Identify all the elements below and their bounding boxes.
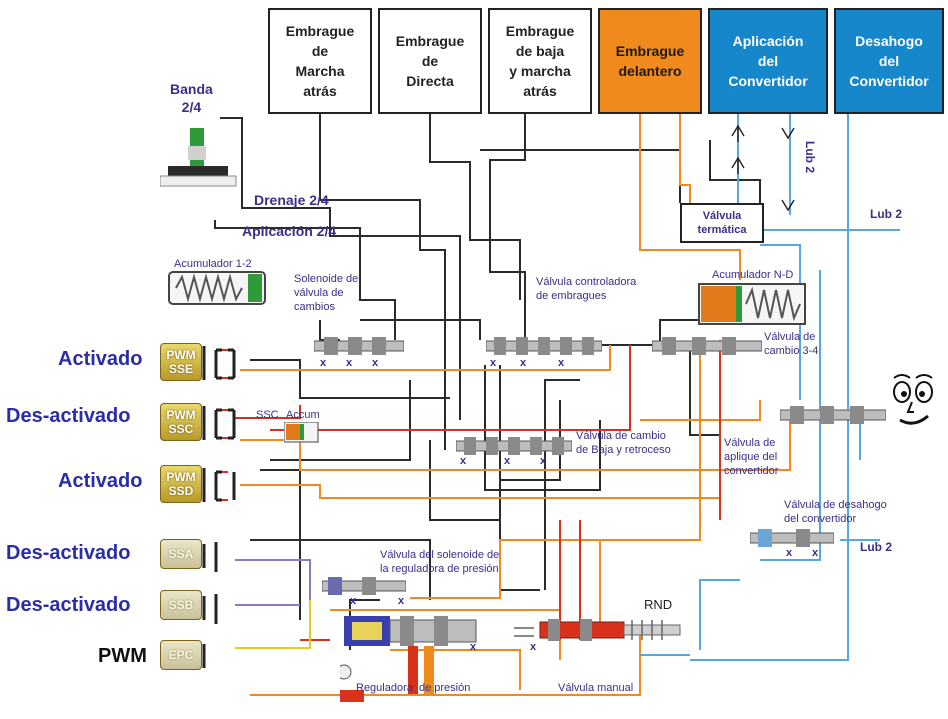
label-drenaje: Drenaje 2/4: [254, 192, 329, 208]
state-sse: Activado: [58, 348, 143, 370]
exhaust-x: x: [540, 455, 547, 467]
label-solenoide-cambios: Solenoide de válvula de cambios: [294, 273, 359, 313]
label-valvula-desahogo: Válvula de desahogo del convertidor: [784, 499, 887, 525]
solenoid-pwm-label: PWM: [166, 348, 196, 362]
solenoid-ssb-label: SSB: [168, 598, 194, 612]
valvula-termica-box: Válvula termática: [680, 203, 764, 243]
pressure-solenoid-valve: [322, 577, 406, 595]
label-valvula-aplique: Válvula de aplique del convertidor: [724, 437, 779, 477]
shift-solenoid-valve: [314, 337, 404, 355]
solenoid-ports: [202, 346, 236, 668]
label-lub2-right: Lub 2: [870, 207, 902, 221]
header-embrague-delantero: Embrague delantero: [598, 8, 702, 114]
header-embrague-directa: Embrague de Directa: [378, 8, 482, 114]
label-ssc: SSC: [256, 409, 279, 421]
exhaust-x: x: [504, 455, 511, 467]
label-accum: Accum: [286, 409, 320, 421]
exhaust-x: x: [530, 641, 537, 653]
solenoid-sse: PWM SSE: [160, 343, 202, 381]
state-ssc: Des-activado: [6, 405, 131, 427]
exhaust-x: x: [460, 455, 467, 467]
exhaust-x: x: [490, 357, 497, 369]
solenoid-epc: EPC: [160, 640, 202, 670]
clutch-control-valve: [486, 337, 602, 355]
label-acumulador-12: Acumulador 1-2: [174, 258, 252, 270]
label-valvula-manual: Válvula manual: [558, 682, 634, 694]
solenoid-ssb: SSB: [160, 590, 202, 620]
exhaust-x: x: [320, 357, 327, 369]
converter-apply-valve: [780, 406, 886, 424]
flow-arrows: [731, 124, 795, 212]
pressure-regulator-graphic: [340, 616, 477, 702]
low-reverse-shift-valve: [456, 437, 572, 455]
ssc-accumulator-graphic: [284, 422, 319, 443]
header-aplicacion-convertidor: Aplicación del Convertidor: [708, 8, 828, 114]
converter-relief-valve: [750, 529, 834, 547]
label-lub2-bottom: Lub 2: [860, 540, 892, 554]
label-reguladora: Reguladora de presión: [356, 682, 471, 694]
exhaust-x: x: [520, 357, 527, 369]
exhaust-x: x: [786, 547, 793, 559]
label-rnd: RND: [644, 597, 673, 612]
solenoid-ssd: PWM SSD: [160, 465, 202, 503]
exhaust-x: x: [812, 547, 819, 559]
label-valvula-baja-retroceso: Válvula de cambio de Baja y retroceso: [576, 430, 671, 456]
exhaust-x: x: [398, 595, 405, 607]
header-desahogo-convertidor: Desahogo del Convertidor: [834, 8, 944, 114]
shift-valve-34: [652, 337, 762, 355]
label-acumulador-nd: Acumulador N-D: [712, 269, 794, 281]
accumulator-12-graphic: [168, 271, 266, 305]
label-valvula-cambio-34: Válvula de cambio 3-4: [764, 331, 819, 357]
accumulator-nd-graphic: [698, 283, 806, 325]
solenoid-pwm-label: PWM: [166, 408, 196, 422]
header-embrague-baja-marcha-atras: Embrague de baja y marcha atrás: [488, 8, 592, 114]
solenoid-ssc-label: SSC: [168, 422, 194, 436]
band-servo-graphic: [160, 128, 237, 187]
exhaust-x: x: [558, 357, 565, 369]
label-valvula-solenoide-reguladora: Válvula del solenoide de la reguladora d…: [380, 549, 500, 575]
solenoid-pwm-label: PWM: [166, 470, 196, 484]
state-ssa: Des-activado: [6, 542, 131, 564]
solenoid-ssa: SSA: [160, 539, 202, 569]
face-icon: [893, 374, 933, 425]
label-aplicacion: Aplicación 2/4: [242, 223, 337, 239]
exhaust-x: x: [372, 357, 379, 369]
solenoid-ssc: PWM SSC: [160, 403, 202, 441]
label-valvula-controladora: Válvula controladora de embragues: [536, 276, 637, 302]
header-embrague-marcha-atras: Embrague de Marcha atrás: [268, 8, 372, 114]
exhaust-x: x: [346, 357, 353, 369]
exhaust-x: x: [350, 595, 357, 607]
state-epc: PWM: [98, 645, 147, 667]
solenoid-ssd-label: SSD: [168, 484, 194, 498]
manual-valve: [514, 619, 681, 641]
state-ssd: Activado: [58, 470, 143, 492]
exhaust-x: x: [470, 641, 477, 653]
solenoid-epc-label: EPC: [168, 648, 194, 662]
solenoid-ssa-label: SSA: [168, 547, 194, 561]
state-ssb: Des-activado: [6, 594, 131, 616]
label-banda: Banda 2/4: [170, 81, 213, 115]
solenoid-sse-label: SSE: [168, 362, 193, 376]
